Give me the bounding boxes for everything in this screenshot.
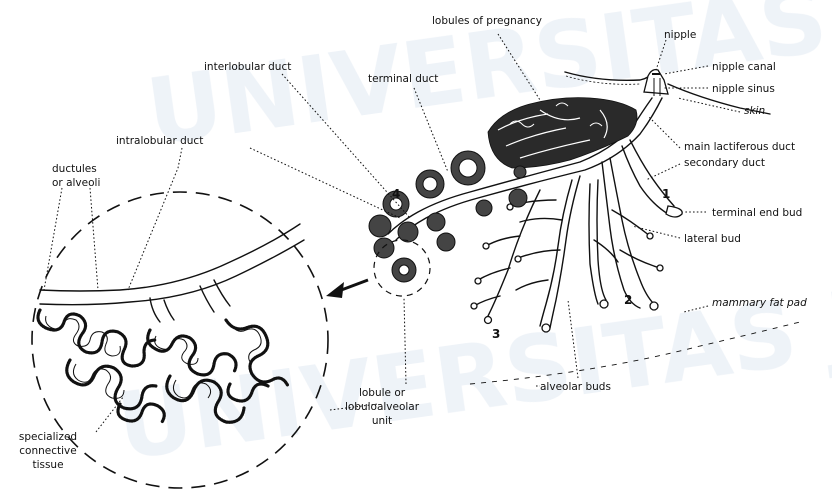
label-interlobular-duct: interlobular duct	[204, 61, 291, 73]
lobules-small	[369, 151, 527, 282]
label-main-lactiferous-duct: main lactiferous duct	[684, 141, 795, 153]
label-lateral-bud: lateral bud	[684, 233, 741, 245]
label-terminal-duct: terminal duct	[368, 73, 438, 85]
label-lobule-line3: unit	[372, 415, 392, 427]
label-nipple: nipple	[664, 29, 696, 41]
label-nipple-sinus: nipple sinus	[712, 83, 775, 95]
label-lobule-line2: lobuloalveolar	[345, 401, 420, 413]
label-terminal-end-bud: terminal end bud	[712, 207, 802, 219]
label-connective-line3: tissue	[32, 459, 63, 471]
zoom-arrow	[326, 280, 368, 298]
label-ductules-line2: or alveoli	[52, 177, 100, 189]
label-nipple-canal: nipple canal	[712, 61, 776, 73]
watermark-text-2: UNIVERSITAS JEMBER	[111, 220, 832, 480]
label-lobule-line1: lobule or	[359, 387, 406, 399]
stage-number-3: 3	[492, 327, 500, 341]
label-alveolar-buds: alveolar buds	[540, 381, 611, 393]
stage-number-1: 1	[662, 187, 670, 201]
label-ductules-line1: ductules	[52, 163, 97, 175]
label-secondary-duct: secondary duct	[684, 157, 765, 169]
label-connective-line2: connective	[19, 445, 76, 457]
label-lobules-of-pregnancy: lobules of pregnancy	[432, 15, 542, 27]
label-mammary-fat-pad: mammary fat pad	[712, 297, 807, 309]
label-connective-line1: specialized	[19, 431, 77, 443]
stage-number-2: 2	[624, 293, 632, 307]
label-skin: skin	[744, 105, 765, 117]
label-intralobular-duct: intralobular duct	[116, 135, 203, 147]
